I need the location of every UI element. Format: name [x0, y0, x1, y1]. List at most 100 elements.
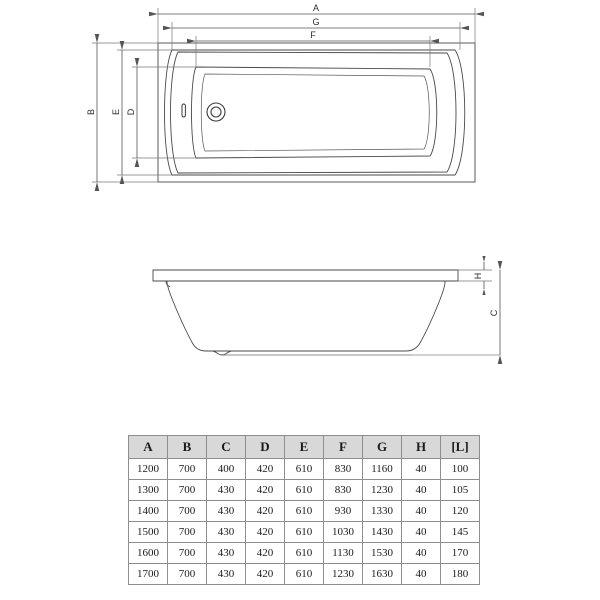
col-header-e: E [284, 435, 324, 459]
dimension-e: E [111, 41, 172, 184]
overflow-slot-icon [181, 103, 186, 118]
cell-d: 420 [245, 500, 285, 522]
side-view-group: H C [152, 256, 503, 364]
drain-outlet-inner-icon [210, 106, 222, 118]
dimension-f-label: F [310, 30, 316, 40]
cell-g: 1630 [362, 563, 402, 585]
cell-g: 1330 [362, 500, 402, 522]
cell-b: 700 [167, 563, 207, 585]
cell-c: 430 [206, 500, 246, 522]
dimension-b: B [86, 34, 158, 191]
table-row: 1300 700 430 420 610 830 1230 40 105 [128, 479, 480, 501]
cell-c: 430 [206, 542, 246, 564]
cell-g: 1530 [362, 542, 402, 564]
cell-e: 610 [284, 542, 324, 564]
cell-a: 1500 [128, 521, 168, 543]
spec-table: A B C D E F G H [L] 1200 700 400 420 6 [128, 435, 480, 585]
cell-g: 1160 [362, 458, 402, 480]
col-header-a: A [128, 435, 168, 459]
cell-c: 430 [206, 479, 246, 501]
table-row: 1600 700 430 420 610 1130 1530 40 170 [128, 542, 480, 564]
dimension-a-label: A [313, 3, 319, 13]
table-row: 1500 700 430 420 610 1030 1430 40 145 [128, 521, 480, 543]
cell-e: 610 [284, 521, 324, 543]
col-header-f: F [323, 435, 363, 459]
cell-f: 830 [323, 458, 363, 480]
spec-table-wrapper: A B C D E F G H [L] 1200 700 400 420 6 [128, 435, 480, 585]
table-row: 1400 700 430 420 610 930 1330 40 120 [128, 500, 480, 522]
cell-b: 700 [167, 458, 207, 480]
cell-f: 1230 [323, 563, 363, 585]
dimension-c: C [489, 261, 503, 364]
col-header-l: [L] [440, 435, 480, 459]
cell-l: 180 [440, 563, 480, 585]
cell-h: 40 [401, 458, 441, 480]
dimension-d: D [126, 58, 196, 167]
cell-g: 1430 [362, 521, 402, 543]
tub-inner-rim-outline [164, 49, 466, 176]
cell-a: 1300 [128, 479, 168, 501]
tub-rim-outline [157, 42, 476, 183]
dimension-g: G [163, 17, 469, 50]
cell-f: 1030 [323, 521, 363, 543]
cell-a: 1600 [128, 542, 168, 564]
cell-a: 1400 [128, 500, 168, 522]
table-row: 1200 700 400 420 610 830 1160 40 100 [128, 458, 480, 480]
dimension-h: H [458, 256, 492, 295]
dimension-b-label: B [86, 109, 96, 115]
col-header-c: C [206, 435, 246, 459]
spec-table-header-row: A B C D E F G H [L] [128, 435, 480, 459]
cell-f: 1130 [323, 542, 363, 564]
cell-h: 40 [401, 563, 441, 585]
col-header-b: B [167, 435, 207, 459]
cell-a: 1700 [128, 563, 168, 585]
cell-a: 1200 [128, 458, 168, 480]
cell-l: 100 [440, 458, 480, 480]
cell-l: 120 [440, 500, 480, 522]
tub-shell-outline [170, 51, 457, 174]
cell-e: 610 [284, 479, 324, 501]
col-header-g: G [362, 435, 402, 459]
cell-e: 610 [284, 500, 324, 522]
cell-c: 430 [206, 521, 246, 543]
table-row: 1700 700 430 420 610 1230 1630 40 180 [128, 563, 480, 585]
cell-c: 400 [206, 458, 246, 480]
dimension-d-label: D [126, 108, 136, 115]
dimension-f: F [187, 30, 439, 67]
cell-b: 700 [167, 521, 207, 543]
dimension-c-label: C [489, 309, 499, 316]
cell-g: 1230 [362, 479, 402, 501]
cell-f: 930 [323, 500, 363, 522]
cell-h: 40 [401, 500, 441, 522]
cell-d: 420 [245, 458, 285, 480]
dimension-a: A [149, 3, 484, 43]
cell-d: 420 [245, 479, 285, 501]
side-rim-corner-detail [165, 280, 171, 288]
tub-basin-outline [191, 66, 438, 159]
top-view-group: A G F B [86, 3, 484, 191]
side-tub-wall-outline [166, 280, 446, 352]
cell-b: 700 [167, 479, 207, 501]
cell-b: 700 [167, 542, 207, 564]
cell-d: 420 [245, 521, 285, 543]
cell-d: 420 [245, 542, 285, 564]
cell-l: 170 [440, 542, 480, 564]
col-header-d: D [245, 435, 285, 459]
side-rim-slab [152, 269, 459, 282]
col-header-h: H [401, 435, 441, 459]
cell-h: 40 [401, 542, 441, 564]
dimension-g-label: G [312, 17, 319, 27]
cell-h: 40 [401, 521, 441, 543]
cell-l: 105 [440, 479, 480, 501]
cell-l: 145 [440, 521, 480, 543]
cell-d: 420 [245, 563, 285, 585]
drain-outlet-icon [206, 102, 226, 122]
cell-f: 830 [323, 479, 363, 501]
cell-c: 430 [206, 563, 246, 585]
cell-h: 40 [401, 479, 441, 501]
tub-basin-floor-outline [200, 73, 430, 152]
cell-e: 610 [284, 563, 324, 585]
cell-b: 700 [167, 500, 207, 522]
